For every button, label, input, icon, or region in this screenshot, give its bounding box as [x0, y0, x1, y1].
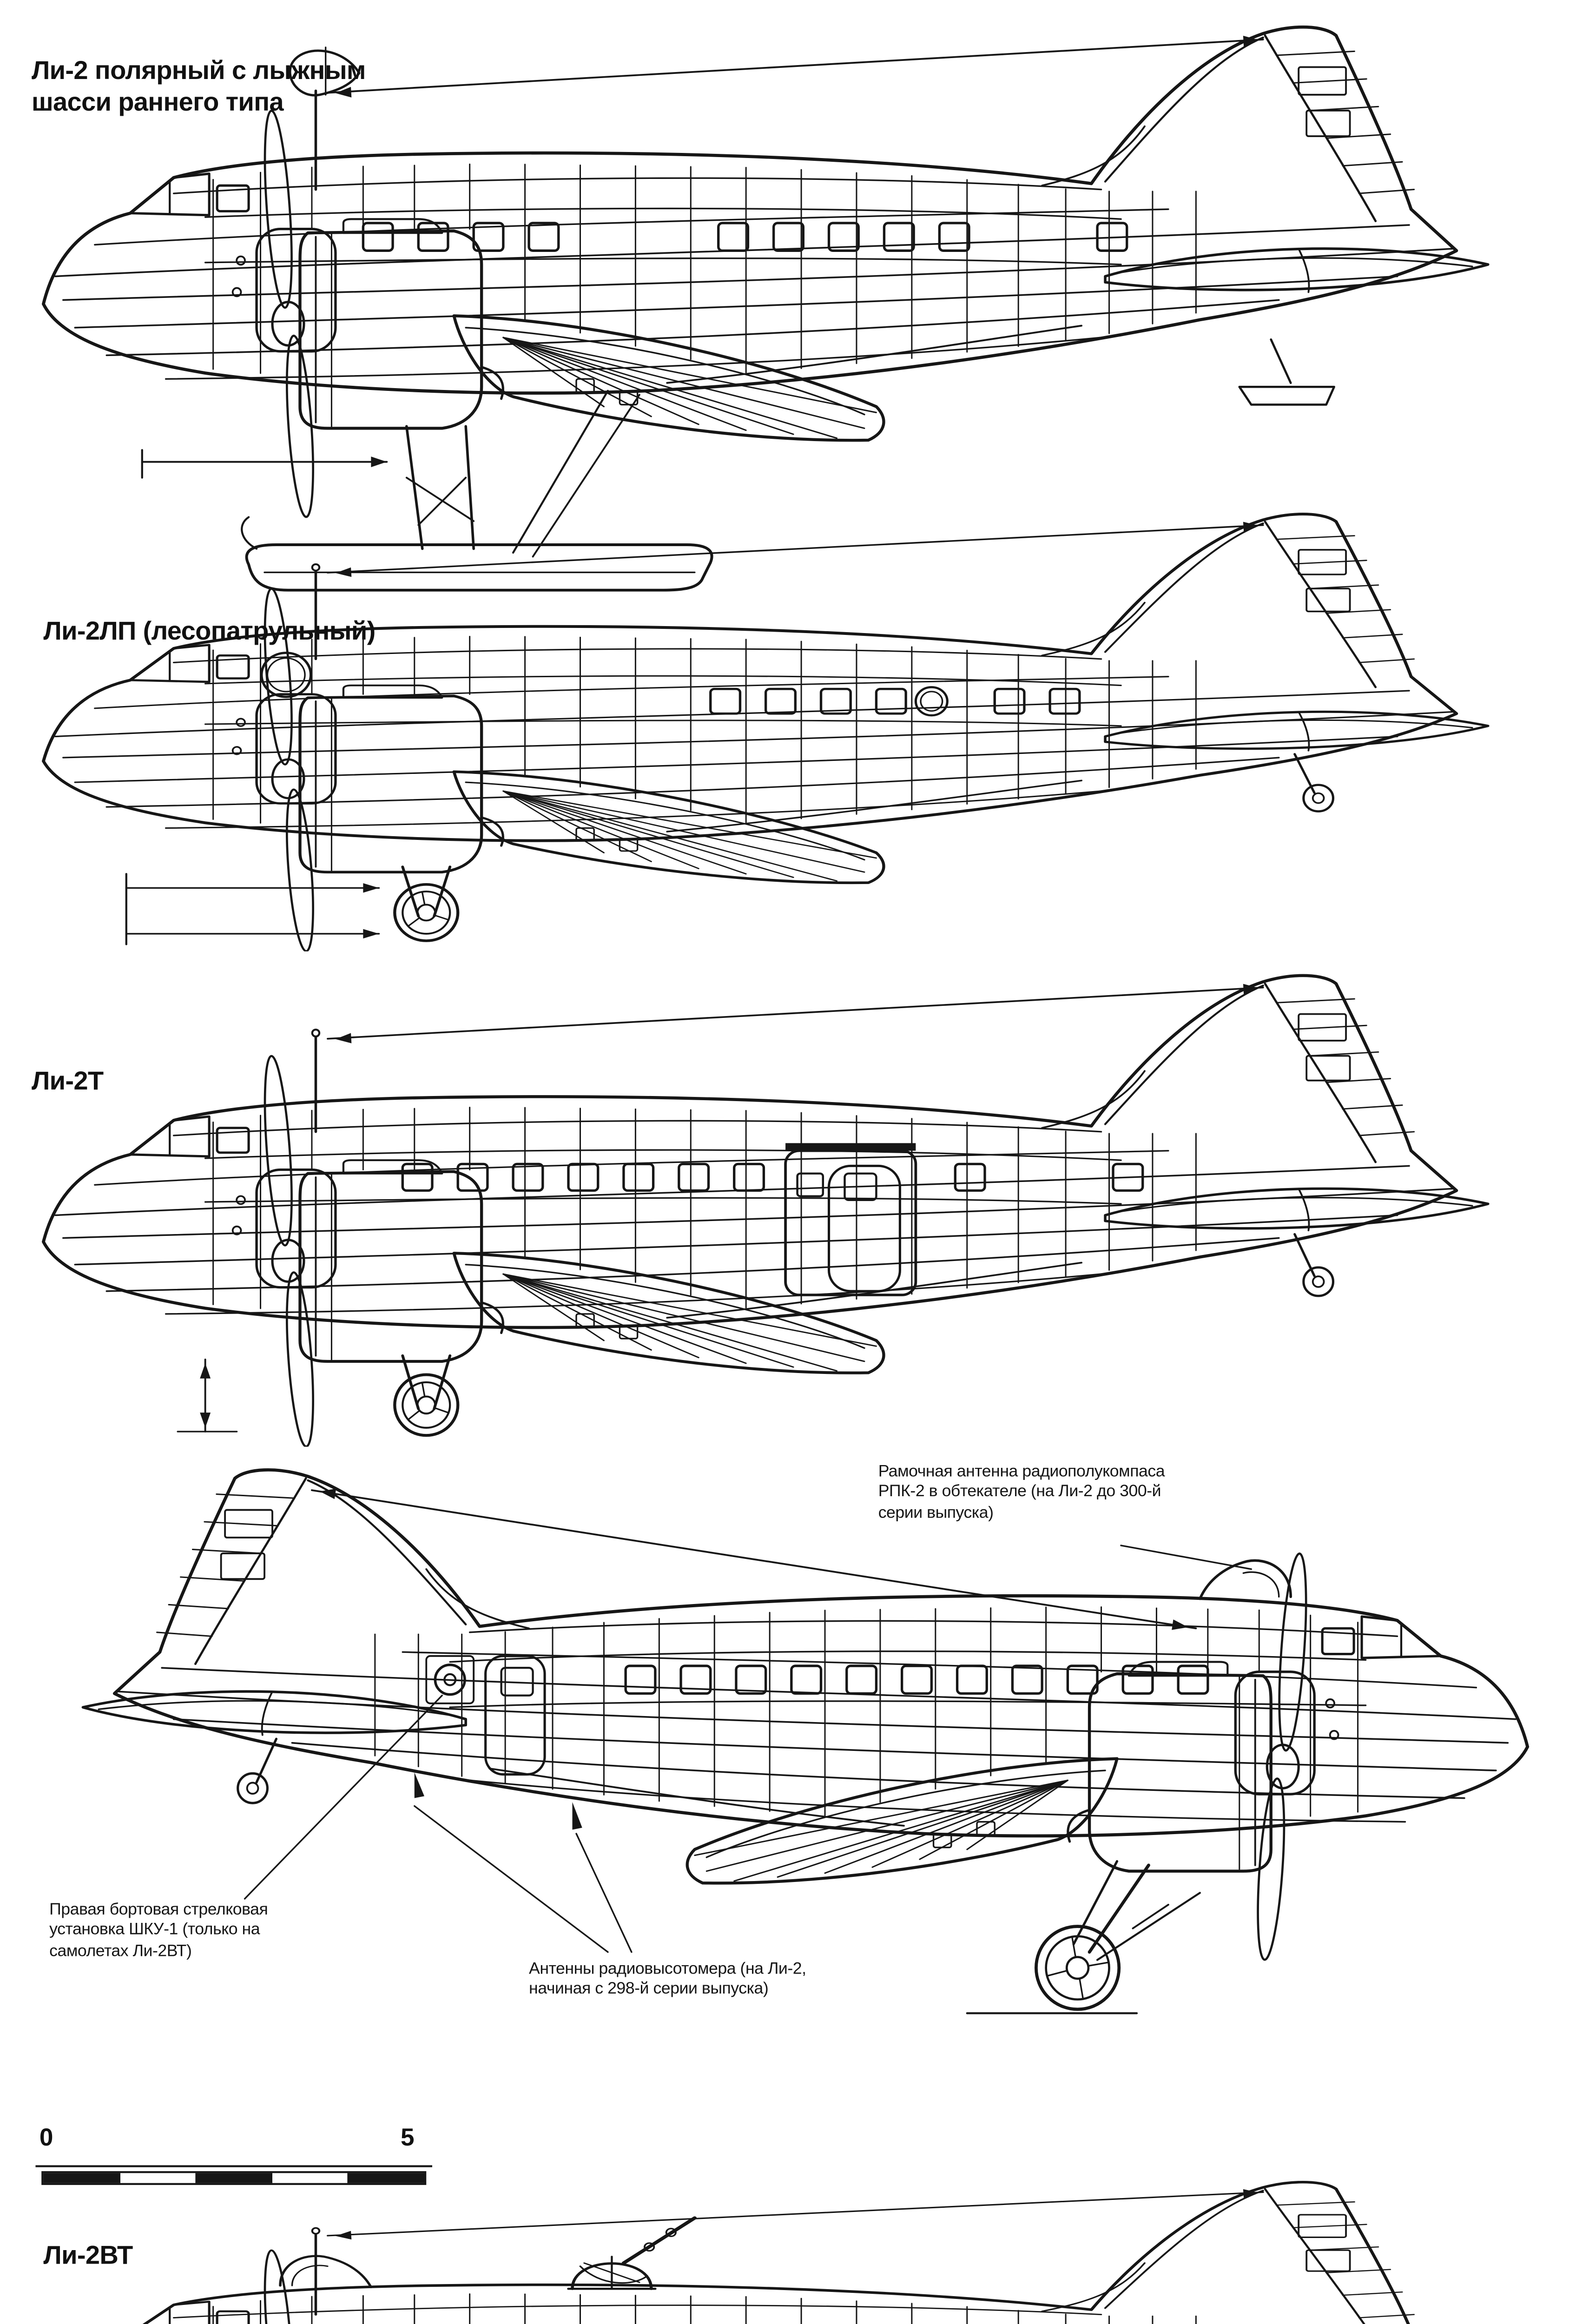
figure-title-li2lp: Ли-2ЛП (лесопатрульный): [43, 616, 556, 647]
figure-title-li2t: Ли-2Т: [32, 1066, 426, 1097]
li2lp-drawing: [42, 512, 1490, 951]
scale-segment: [348, 2173, 424, 2183]
li2-rpk2-drawing: [81, 1468, 1529, 2014]
figure-title-li2vt: Ли-2ВТ: [43, 2240, 438, 2272]
li2t-drawing: [42, 974, 1490, 1447]
variant-name: Ли-2Т: [31, 1066, 104, 1096]
scale-start-label: 0: [39, 2124, 53, 2152]
scale-bar: [41, 2171, 427, 2185]
li2-polar-ski-drawing: [42, 25, 1490, 592]
figure-title-li2-polar: Ли-2 полярный с лыжным шасси раннего тип…: [32, 55, 407, 119]
variant-desc: полярный с лыжным шасси раннего типа: [31, 55, 366, 117]
scale-segment: [272, 2173, 348, 2183]
annotation-altimeter: Антенны радиовысотомера (на Ли-2, начина…: [529, 1958, 806, 1999]
airframe-mirrored: [81, 1468, 1529, 2014]
annotation-leader-lines: [244, 1488, 1252, 1953]
variant-desc: (лесопатрульный): [136, 615, 376, 646]
airframe: [42, 974, 1490, 1447]
airframe: [142, 2180, 1415, 2324]
scale-segment: [119, 2173, 196, 2183]
scale-end-label: 5: [401, 2124, 415, 2152]
annotation-rpk2: Рамочная антенна радиополукомпаса РПК-2 …: [878, 1460, 1165, 1522]
airframe: [42, 25, 1490, 592]
variant-name: Ли-2ЛП: [43, 615, 136, 646]
variant-name: Ли-2ВТ: [43, 2240, 133, 2270]
airframe: [42, 512, 1490, 951]
scale-bar-rule: [35, 2165, 432, 2168]
annotation-shku1: Правая бортовая стрелковая установка ШКУ…: [49, 1899, 268, 1960]
scale-segment: [196, 2173, 272, 2183]
scale-segment: [43, 2173, 120, 2183]
li2vt-drawing: [142, 2180, 1415, 2324]
variant-name: Ли-2: [31, 55, 88, 85]
